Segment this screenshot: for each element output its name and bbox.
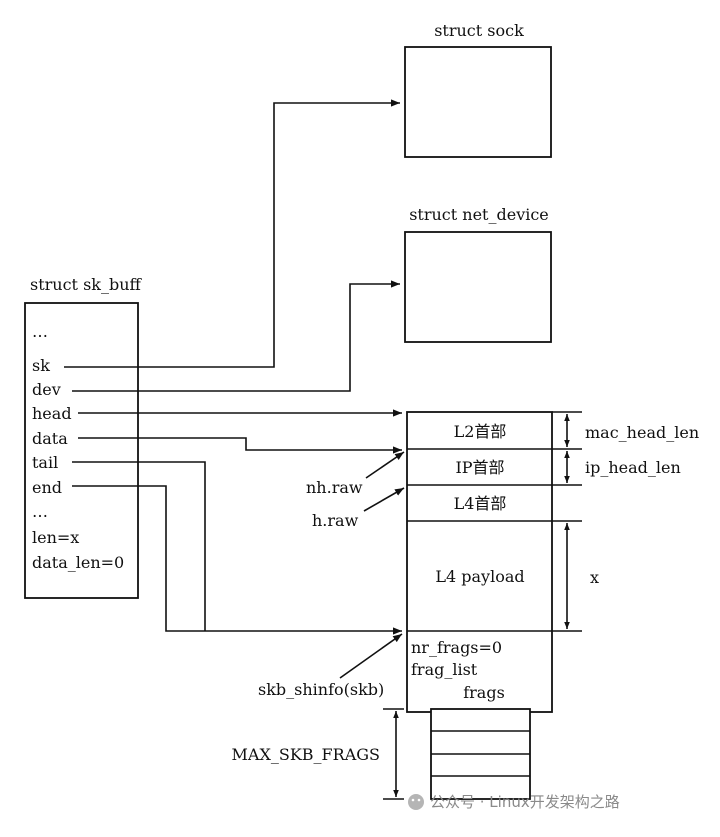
segment-ip-header: IP首部 [455, 458, 504, 477]
sk-buff-field-tail: tail [32, 453, 58, 472]
shinfo-nr-frags: nr_frags=0 [411, 638, 502, 657]
skb-shinfo-arrow [339, 633, 403, 679]
sk-buff-field-sk: sk [32, 356, 50, 375]
wechat-icon-eye [417, 798, 421, 802]
nh-raw-label: nh.raw [306, 478, 363, 497]
payload-len-label: x [590, 568, 599, 587]
struct-sock-box [404, 46, 552, 158]
tail-pointer-line [72, 461, 206, 631]
buffer-box [406, 411, 553, 713]
segment-l4-header: L4首部 [454, 494, 507, 513]
struct-sk-buff: struct sk_buff … sk dev head data tail e… [24, 275, 143, 599]
data-buffer: L2首部 IP首部 L4首部 L4 payload nr_frags=0 fra… [406, 411, 553, 713]
end-pointer-arrow [72, 485, 402, 635]
segment-l2-header: L2首部 [454, 422, 507, 441]
sk-buff-field-data-len: data_len=0 [32, 553, 124, 572]
sk-buff-field-len: len=x [32, 528, 79, 547]
max-frags-label: MAX_SKB_FRAGS [232, 745, 380, 764]
sk-buff-title: struct sk_buff [30, 275, 143, 294]
sk-buff-field-end: end [32, 478, 62, 497]
sk-pointer-arrow [64, 99, 400, 368]
struct-sock: struct sock [404, 21, 552, 158]
dev-pointer-arrow [72, 280, 400, 392]
h-raw-arrow [363, 487, 405, 512]
struct-net-device-box [404, 231, 552, 343]
nh-raw-arrow [365, 451, 405, 479]
ip-head-len-label: ip_head_len [585, 458, 681, 477]
sk-buff-field-data: data [32, 429, 68, 448]
struct-net-device: struct net_device [404, 205, 552, 343]
data-pointer-arrow [78, 437, 402, 454]
segment-l4-payload: L4 payload [435, 567, 524, 586]
shinfo-frags: frags [463, 683, 505, 702]
sk-buff-field-head: head [32, 404, 72, 423]
sk-buff-field: … [32, 322, 48, 341]
watermark-text: 公众号 · Linux开发架构之路 [430, 793, 620, 811]
wechat-icon-eye [411, 798, 415, 802]
sk-buff-field: … [32, 502, 48, 521]
shinfo-frag-list: frag_list [411, 660, 478, 679]
struct-sock-title: struct sock [434, 21, 524, 40]
wechat-icon [408, 794, 424, 810]
frags-array [430, 708, 531, 800]
sk-buff-field-dev: dev [32, 380, 61, 399]
mac-head-len-label: mac_head_len [585, 423, 699, 442]
watermark: 公众号 · Linux开发架构之路 [408, 793, 620, 811]
skb-shinfo-label: skb_shinfo(skb) [258, 680, 384, 699]
sk-buff-box [24, 302, 139, 599]
h-raw-label: h.raw [312, 511, 359, 530]
struct-net-device-title: struct net_device [409, 205, 549, 224]
